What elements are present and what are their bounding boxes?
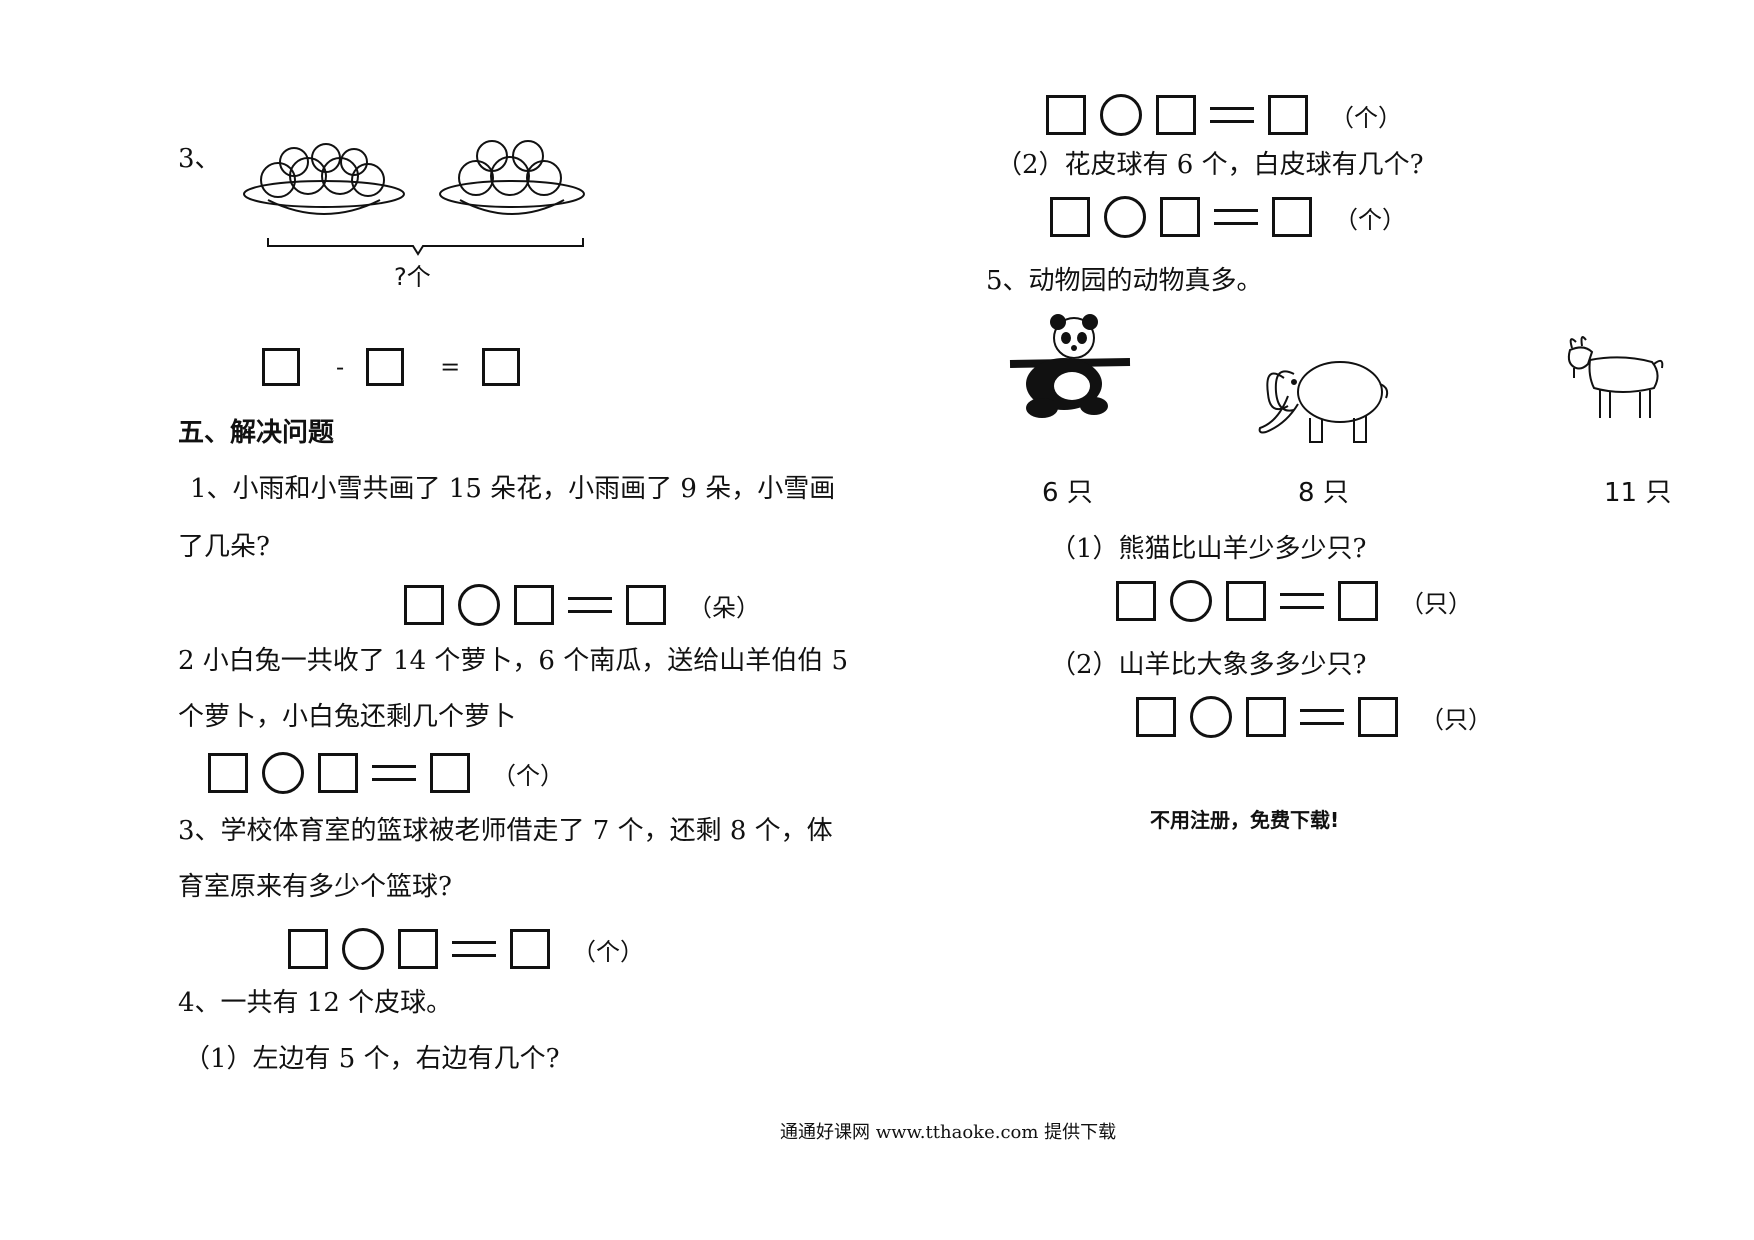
equals-sign xyxy=(568,597,612,613)
free-download-note: 不用注册，免费下载! xyxy=(1150,808,1340,832)
problem-5-title: 5、动物园的动物真多。 xyxy=(986,266,1263,296)
problem-1-line-2: 了几朵? xyxy=(178,532,270,562)
problem-3-line-1: 3、学校体育室的篮球被老师借走了 7 个，还剩 8 个，体 xyxy=(178,816,833,846)
apples-illustration xyxy=(243,140,585,256)
unit-label: （只） xyxy=(1400,589,1472,618)
equals-sign xyxy=(1280,593,1324,609)
answer-box[interactable] xyxy=(262,348,300,386)
answer-box[interactable] xyxy=(1338,581,1378,621)
problem-4-sub-1-equation: （个） xyxy=(1046,94,1402,136)
problem-4-line-1: 4、一共有 12 个皮球。 xyxy=(178,988,453,1018)
problem-4-sub-2-equation: （个） xyxy=(1050,196,1406,238)
unit-label: （个） xyxy=(1334,205,1406,234)
problem-3-line-2: 育室原来有多少个篮球? xyxy=(178,872,452,902)
page-footer: 通通好课网 www.tthaoke.com 提供下载 xyxy=(780,1122,1117,1143)
answer-box[interactable] xyxy=(514,585,554,625)
unit-label: （个） xyxy=(1330,103,1402,132)
problem-5-question-1: （1）熊猫比山羊少多少只? xyxy=(1050,534,1367,564)
answer-box[interactable] xyxy=(1226,581,1266,621)
goat-count: 11 只 xyxy=(1604,478,1672,508)
answer-box[interactable] xyxy=(1116,581,1156,621)
problem-2-line-1: 2 小白兔一共收了 14 个萝卜，6 个南瓜，送给山羊伯伯 5 xyxy=(178,646,849,676)
question-3-equation: - = xyxy=(262,348,534,386)
problem-1-line-1: 1、小雨和小雪共画了 15 朵花，小雨画了 9 朵，小雪画 xyxy=(190,474,836,504)
equals-sign xyxy=(1300,709,1344,725)
minus-sign: - xyxy=(336,353,345,381)
answer-box[interactable] xyxy=(318,753,358,793)
answer-box[interactable] xyxy=(626,585,666,625)
unit-label: （个） xyxy=(572,937,644,966)
problem-5-question-1-equation: （只） xyxy=(1116,580,1472,622)
problem-1-equation: （朵） xyxy=(404,584,760,626)
answer-box[interactable] xyxy=(482,348,521,386)
unit-label: （朵） xyxy=(688,593,760,622)
equals-sign xyxy=(1210,107,1254,123)
answer-box[interactable] xyxy=(1358,697,1398,737)
elephant-count: 8 只 xyxy=(1298,478,1349,508)
problem-2-equation: （个） xyxy=(208,752,564,794)
unit-label: （只） xyxy=(1420,705,1492,734)
panda-image xyxy=(1009,314,1131,418)
answer-box[interactable] xyxy=(510,929,550,969)
operator-circle[interactable] xyxy=(1170,580,1212,622)
answer-box[interactable] xyxy=(404,585,444,625)
goat-image xyxy=(1567,336,1664,418)
answer-box[interactable] xyxy=(430,753,470,793)
problem-5-question-2-equation: （只） xyxy=(1136,696,1492,738)
answer-box[interactable] xyxy=(1160,197,1200,237)
operator-circle[interactable] xyxy=(1104,196,1146,238)
answer-box[interactable] xyxy=(208,753,248,793)
equals-sign xyxy=(452,941,496,957)
problem-4-sub-1: （1）左边有 5 个，右边有几个? xyxy=(184,1044,560,1074)
section-title: 五、解决问题 xyxy=(178,418,335,448)
operator-circle[interactable] xyxy=(1190,696,1232,738)
answer-box[interactable] xyxy=(1246,697,1286,737)
operator-circle[interactable] xyxy=(1100,94,1142,136)
operator-circle[interactable] xyxy=(342,928,384,970)
answer-box[interactable] xyxy=(366,348,405,386)
operator-circle[interactable] xyxy=(458,584,500,626)
answer-box[interactable] xyxy=(1156,95,1196,135)
answer-box[interactable] xyxy=(1046,95,1086,135)
question-3-label: 3、 xyxy=(178,144,221,174)
elephant-image xyxy=(1258,361,1389,443)
problem-2-line-2: 个萝卜，小白兔还剩几个萝卜 xyxy=(178,702,517,732)
answer-box[interactable] xyxy=(1136,697,1176,737)
unit-label: （个） xyxy=(492,761,564,790)
equals-sign: = xyxy=(440,353,461,381)
problem-5-question-2: （2）山羊比大象多多少只? xyxy=(1050,650,1367,680)
answer-box[interactable] xyxy=(1272,197,1312,237)
answer-box[interactable] xyxy=(1268,95,1308,135)
answer-box[interactable] xyxy=(1050,197,1090,237)
problem-4-sub-2: （2）花皮球有 6 个，白皮球有几个? xyxy=(996,150,1424,180)
answer-box[interactable] xyxy=(398,929,438,969)
equals-sign xyxy=(1214,209,1258,225)
panda-count: 6 只 xyxy=(1042,478,1093,508)
operator-circle[interactable] xyxy=(262,752,304,794)
answer-box[interactable] xyxy=(288,929,328,969)
problem-3-equation: （个） xyxy=(288,928,644,970)
equals-sign xyxy=(372,765,416,781)
brace-label: ?个 xyxy=(394,263,431,291)
